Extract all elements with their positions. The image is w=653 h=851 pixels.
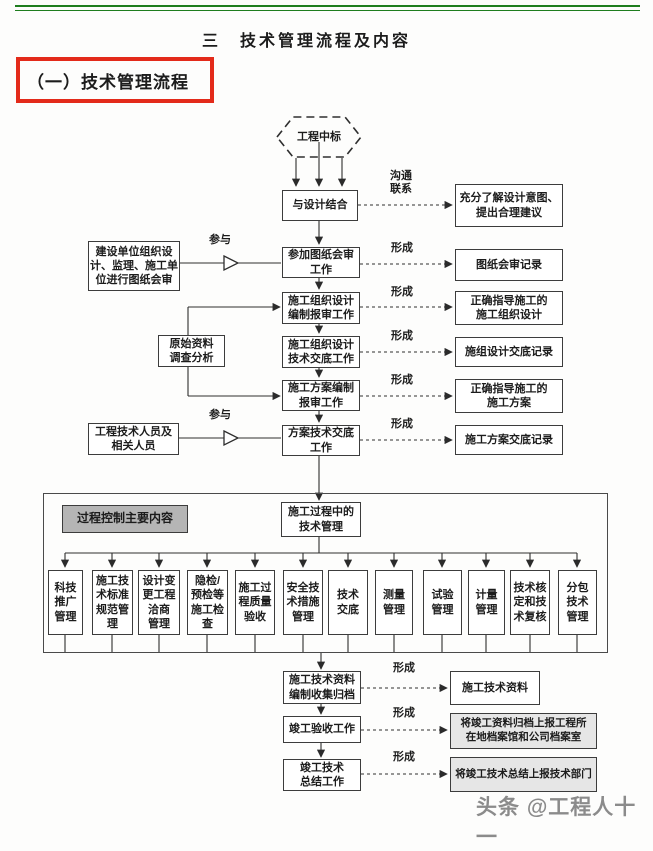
process-item-standards: 施工技 术标准 规范管 理 xyxy=(92,570,133,635)
connector-lines xyxy=(60,116,582,779)
output-box-scheme-disclosure-record: 施工方案交底记录 xyxy=(455,425,563,455)
edge-label-participate-2: 参与 xyxy=(209,409,231,421)
process-item-subcontract: 分包 技术 管理 xyxy=(558,570,597,635)
edge-label-form-8: 形成 xyxy=(393,751,415,763)
closing-step-archive: 施工技术资料 编制收集归档 xyxy=(283,671,361,704)
process-header: 施工过程中的 技术管理 xyxy=(281,502,361,537)
subsection-heading: （一）技术管理流程 xyxy=(16,57,214,103)
input-box-tech-personnel: 工程技术人员及 相关人员 xyxy=(88,423,179,455)
closing-output-summary-report: 将竣工技术总结上报技术部门 xyxy=(450,757,597,792)
edge-label-form-7: 形成 xyxy=(393,707,415,719)
closing-step-completion-acceptance: 竣工验收工作 xyxy=(283,716,361,743)
green-double-rule xyxy=(15,5,640,11)
process-item-metering: 计量 管理 xyxy=(468,570,505,635)
edge-label-form-2: 形成 xyxy=(391,286,413,298)
closing-output-tech-data: 施工技术资料 xyxy=(450,671,540,705)
process-item-safety-measures: 安全技 术措施 管理 xyxy=(283,570,323,635)
step-box-drawing-review: 参加图纸会审 工作 xyxy=(282,247,360,278)
process-item-survey: 测量 管理 xyxy=(375,570,413,635)
step-box-org-design-disclosure: 施工组织设计 技术交底工作 xyxy=(282,336,360,368)
process-item-tech-verification: 技术核 定和技 术复核 xyxy=(510,570,550,635)
input-box-raw-data-analysis: 原始资料 调查分析 xyxy=(158,335,225,367)
process-item-design-change: 设计变 更工程 洽商 管理 xyxy=(138,570,180,635)
step-box-scheme-disclosure: 方案技术交底 工作 xyxy=(282,425,360,456)
output-box-design-intent: 充分了解设计意图、 提出合理建议 xyxy=(455,184,563,227)
step-box-org-design-submit: 施工组织设计 编制报审工作 xyxy=(282,292,360,324)
edge-label-communicate: 沟通 联系 xyxy=(390,170,412,196)
closing-step-tech-summary: 竣工技术 总结工作 xyxy=(283,759,361,791)
process-item-inspection: 隐检/ 预检等 施工检 查 xyxy=(187,570,228,635)
process-item-tech-promotion: 科技 推广 管理 xyxy=(48,570,83,635)
edge-label-form-4: 形成 xyxy=(391,374,413,386)
output-box-review-record: 图纸会审记录 xyxy=(455,249,563,281)
output-box-scheme: 正确指导施工的 施工方案 xyxy=(455,379,563,413)
step-box-scheme-submit: 施工方案编制 报审工作 xyxy=(282,380,360,411)
edge-label-form-1: 形成 xyxy=(391,242,413,254)
start-node-label: 工程中标 xyxy=(297,130,341,143)
edge-label-participate-1: 参与 xyxy=(209,234,231,246)
input-box-owner-review: 建设单位组织设 计、监理、施工单 位进行图纸会审 xyxy=(88,241,180,291)
document-page: { "page": { "section_title": "三 技术管理流程及内… xyxy=(15,5,640,849)
watermark: 头条 @工程人十一 xyxy=(476,796,637,849)
process-item-testing: 试验 管理 xyxy=(423,570,462,635)
step-box-design-integration: 与设计结合 xyxy=(282,190,358,221)
process-item-quality-acceptance: 施工过 程质量 验收 xyxy=(235,570,275,635)
section-title: 三 技术管理流程及内容 xyxy=(201,33,411,50)
process-caption: 过程控制主要内容 xyxy=(62,505,188,533)
output-box-org-disclosure-record: 施组设计交底记录 xyxy=(455,337,563,367)
edge-label-form-6: 形成 xyxy=(393,662,415,674)
process-item-tech-disclosure: 技术 交底 xyxy=(328,570,368,635)
edge-label-form-3: 形成 xyxy=(391,330,413,342)
closing-output-archive-report: 将竣工资料归档上报工程所 在地档案馆和公司档案室 xyxy=(450,713,597,749)
edge-label-form-5: 形成 xyxy=(391,418,413,430)
output-box-org-design: 正确指导施工的 施工组织设计 xyxy=(455,291,563,325)
